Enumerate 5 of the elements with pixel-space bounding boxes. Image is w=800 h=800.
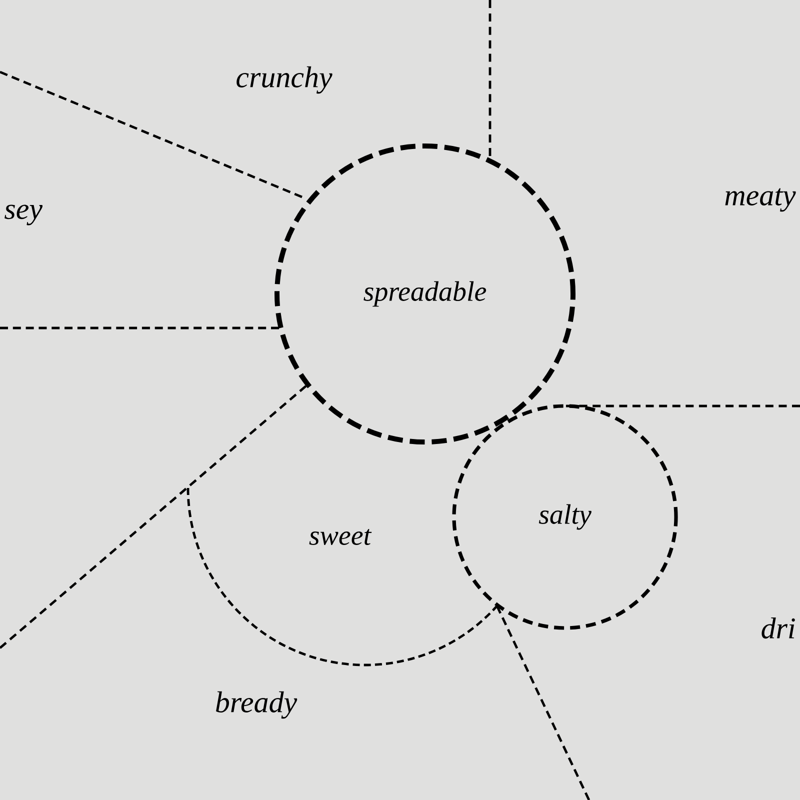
region-label: dri <box>762 617 795 639</box>
region-label: meaty <box>725 188 796 212</box>
region-label: crunchy <box>236 66 332 94</box>
region-label: sey <box>4 204 43 226</box>
dashed-arc-region: sweet <box>186 488 498 666</box>
